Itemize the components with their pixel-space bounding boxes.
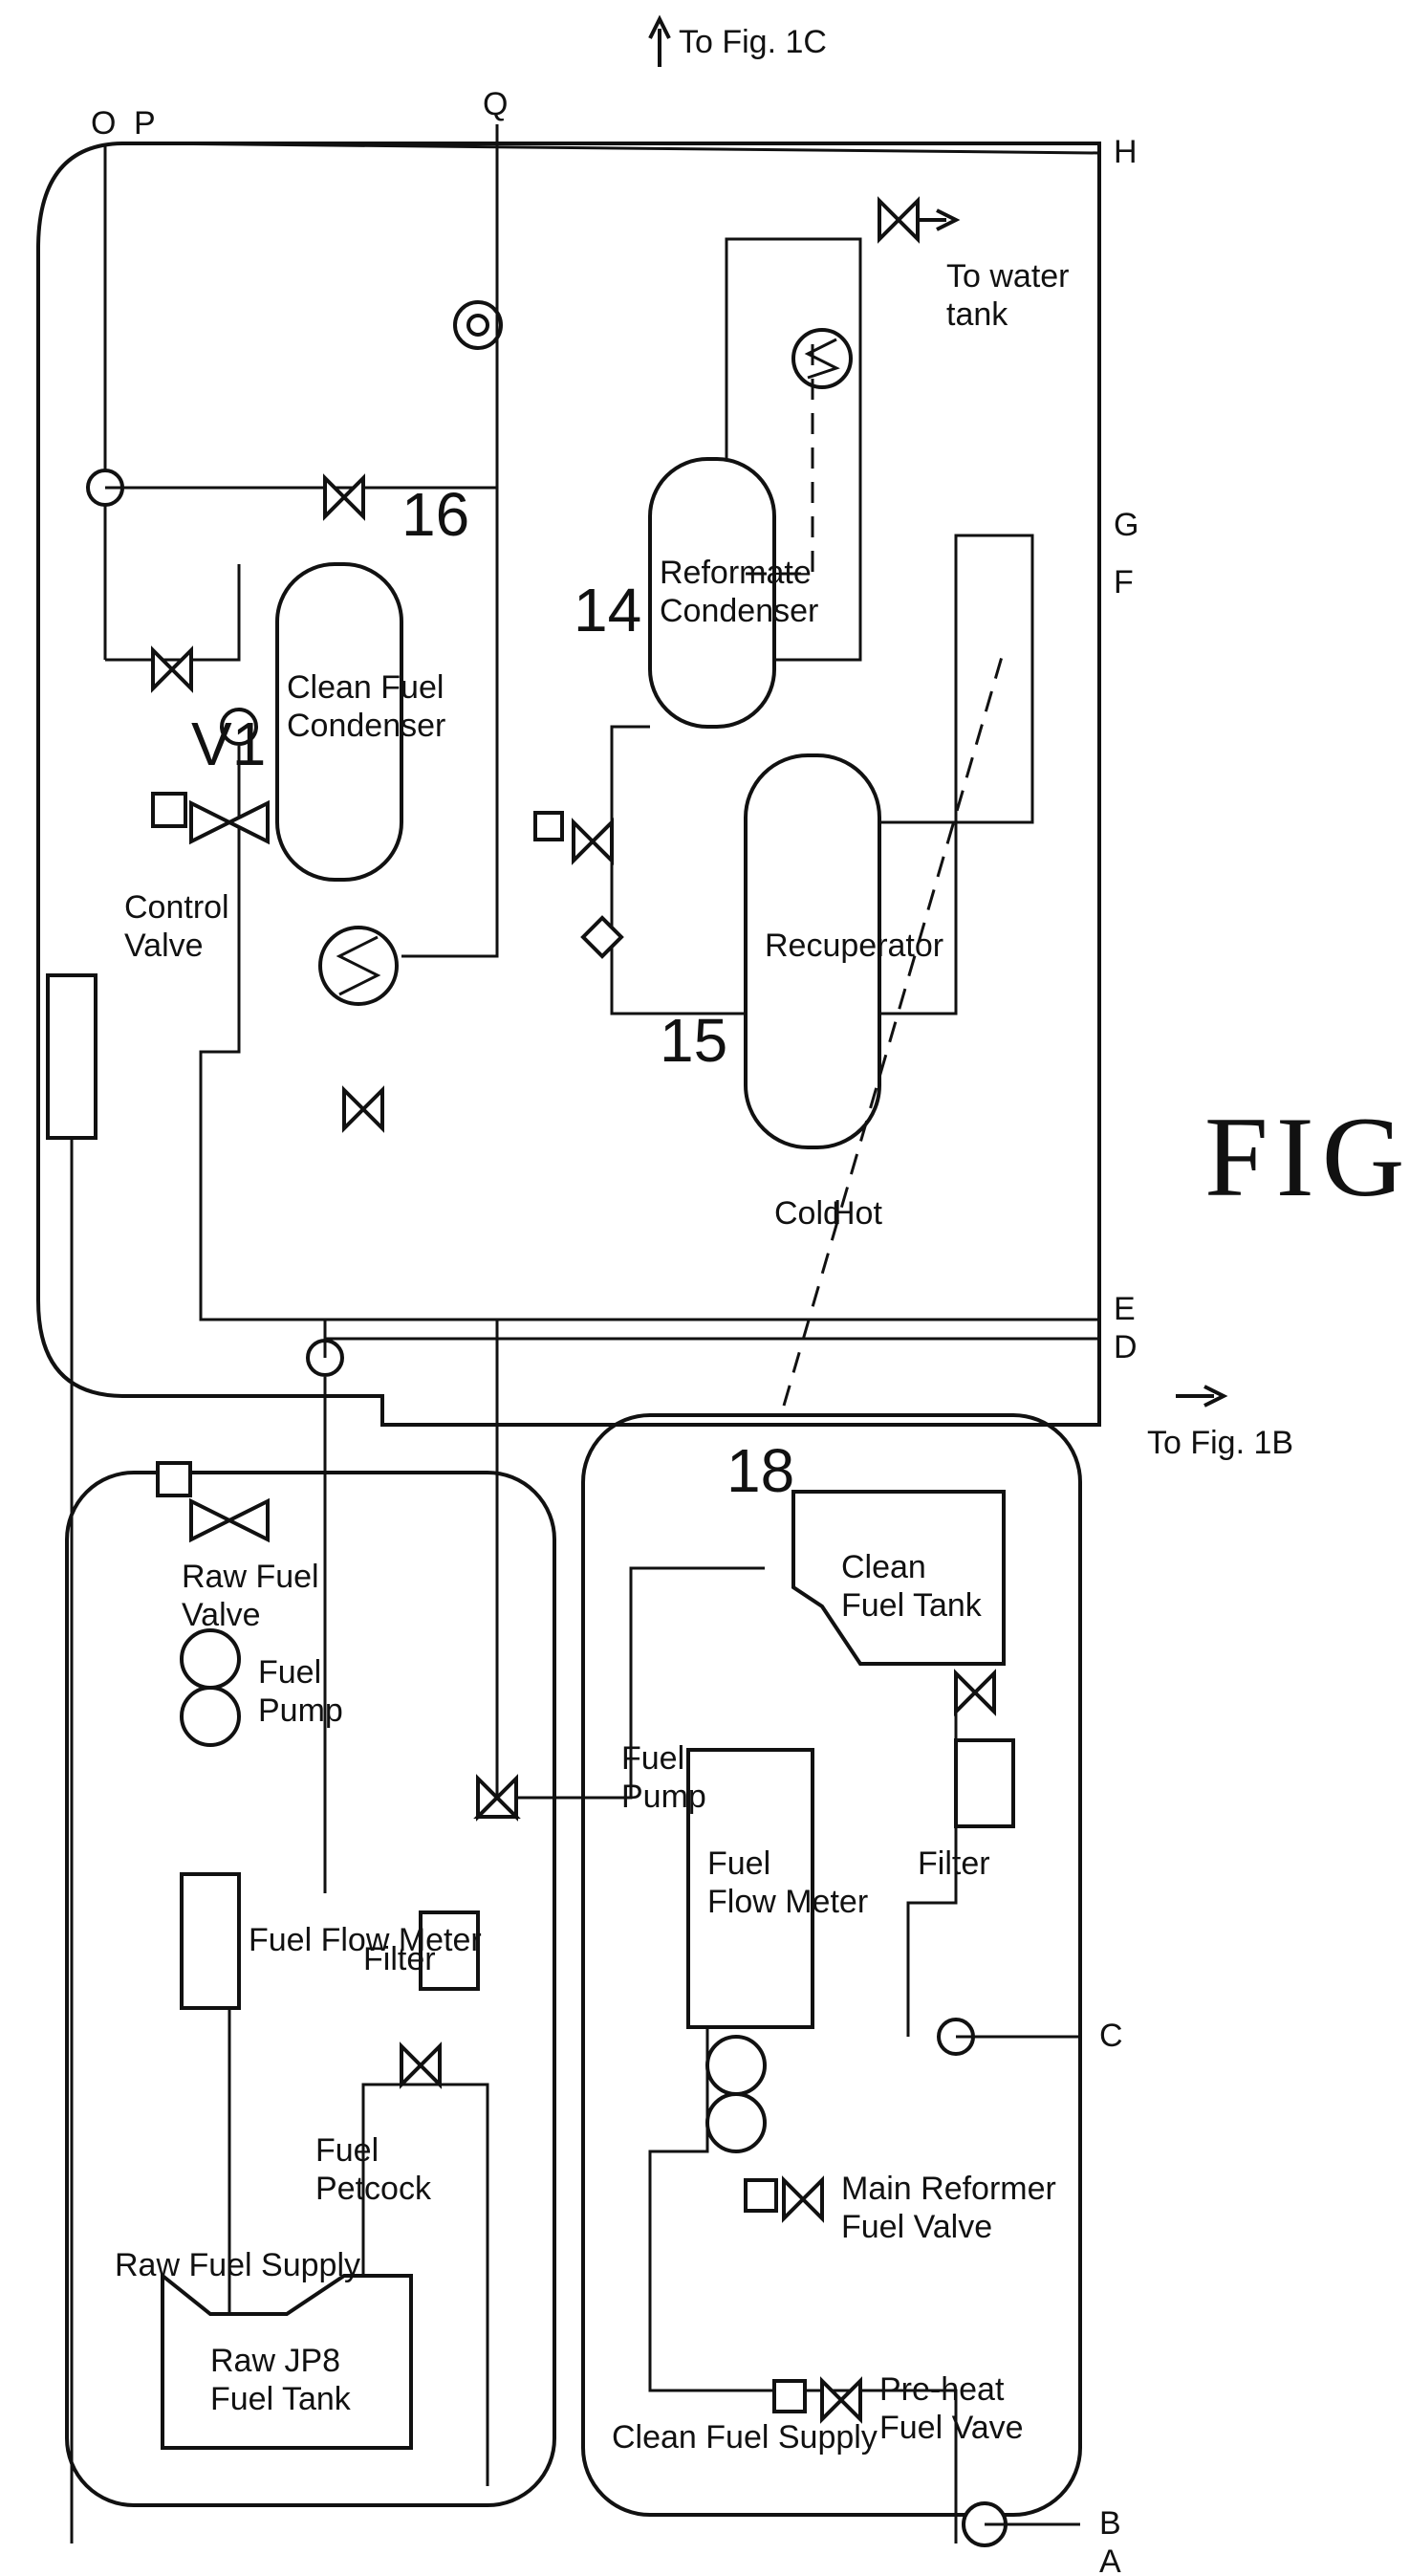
pipe-clean-cond-out (105, 564, 239, 660)
connector-H: H (1114, 134, 1138, 170)
connector-E: E (1114, 1291, 1136, 1327)
label-fuel-pump-clean-2: Pump (621, 1779, 706, 1815)
figure-caption: FIG. 1A (1204, 1093, 1409, 1220)
label-clean-fuel-tank-2: Fuel Tank (841, 1587, 983, 1624)
control-valve-v1 (153, 794, 268, 841)
fuel-pump-clean-a (707, 2037, 765, 2094)
heat-exchanger-2 (793, 330, 851, 387)
label-recuperator: Recuperator (765, 928, 943, 964)
fuel-pump-raw-a (182, 1630, 239, 1688)
connector-D: D (1114, 1329, 1138, 1365)
left-line-component (48, 975, 96, 1138)
valve-clean-cond-top (153, 650, 191, 688)
label-fuel-petcock-2: Petcock (315, 2171, 432, 2207)
label-fuel-flow-meter-clean-2: Flow Meter (707, 1884, 868, 1920)
label-clean-fuel-tank-1: Clean (841, 1549, 926, 1585)
label-reformate-condenser-2: Condenser (660, 593, 818, 629)
preheat-fuel-valve (774, 2381, 860, 2419)
connector-B: B (1099, 2505, 1121, 2542)
label-preheat-valve-1: Pre-heat (879, 2371, 1005, 2408)
label-to-water-1: To water (946, 258, 1070, 295)
label-filter-clean: Filter (918, 1845, 990, 1882)
ref-15: 15 (660, 1006, 727, 1075)
fuel-pump-raw-b (182, 1688, 239, 1745)
blower-right (468, 316, 488, 335)
label-raw-fuel-valve-2: Valve (182, 1597, 261, 1633)
connector-O: O (91, 105, 116, 142)
petcock-valve (401, 2046, 440, 2085)
label-raw-fuel-supply: Raw Fuel Supply (115, 2247, 360, 2283)
filter-clean (956, 1740, 1013, 1826)
label-clean-fuel-condenser-2: Condenser (287, 708, 445, 744)
to-fig-1c-label: To Fig. 1C (679, 24, 827, 60)
arrow-to-water (918, 210, 956, 229)
label-raw-fuel-valve-1: Raw Fuel (182, 1559, 319, 1595)
label-raw-tank-2: Fuel Tank (210, 2381, 352, 2417)
connector-Q: Q (483, 86, 508, 122)
arrow-to-fig-1c (650, 19, 669, 67)
main-reformer-fuel-valve (746, 2180, 822, 2218)
valve-reformate-top (325, 478, 363, 516)
label-control-valve-2: Valve (124, 928, 204, 964)
fuel-pump-clean-b (707, 2094, 765, 2151)
label-main-reformer-valve-2: Fuel Valve (841, 2209, 992, 2245)
label-fuel-flow-meter-raw: Fuel Flow Meter (249, 1922, 482, 1958)
ref-18: 18 (726, 1436, 794, 1505)
connector-C: C (1099, 2018, 1123, 2054)
label-clean-fuel-condenser-1: Clean Fuel (287, 669, 444, 706)
label-preheat-valve-2: Fuel Vave (879, 2410, 1024, 2446)
label-fuel-pump-raw-2: Pump (258, 1692, 343, 1729)
label-fuel-petcock-1: Fuel (315, 2132, 379, 2169)
label-reformate-condenser-1: Reformate (660, 555, 812, 591)
connector-F: F (1114, 564, 1134, 600)
valve-water (879, 201, 918, 239)
label-raw-tank-1: Raw JP8 (210, 2343, 340, 2379)
label-hot: Hot (832, 1195, 882, 1232)
valve-reformate-out (535, 813, 612, 861)
ref-16: 16 (401, 480, 469, 549)
label-main-reformer-valve-1: Main Reformer (841, 2171, 1056, 2207)
label-clean-fuel-supply: Clean Fuel Supply (612, 2419, 878, 2456)
label-to-fig-1b: To Fig. 1B (1147, 1425, 1293, 1461)
valve-hx1-bottom (344, 1090, 382, 1128)
label-fuel-pump-raw-1: Fuel (258, 1654, 321, 1691)
connector-A: A (1099, 2543, 1121, 2576)
ref-v1: V1 (191, 709, 266, 778)
label-control-valve-1: Control (124, 889, 229, 926)
label-fuel-flow-meter-clean-1: Fuel (707, 1845, 770, 1882)
arrow-to-fig-1b (1176, 1386, 1224, 1406)
clean-tank-valve (956, 1673, 994, 1712)
upper-module-boundary (38, 143, 1099, 1425)
connector-G: G (1114, 507, 1138, 543)
label-to-water-2: tank (946, 296, 1008, 333)
pipe-recuperator-cold (612, 727, 746, 1014)
pipe-clean-link (497, 1320, 516, 1798)
label-fuel-pump-clean-1: Fuel (621, 1740, 684, 1777)
check-valve-reformate (583, 918, 621, 956)
ref-14: 14 (574, 576, 641, 644)
connector-P: P (134, 105, 156, 142)
fuel-flow-meter-raw (182, 1874, 239, 2008)
